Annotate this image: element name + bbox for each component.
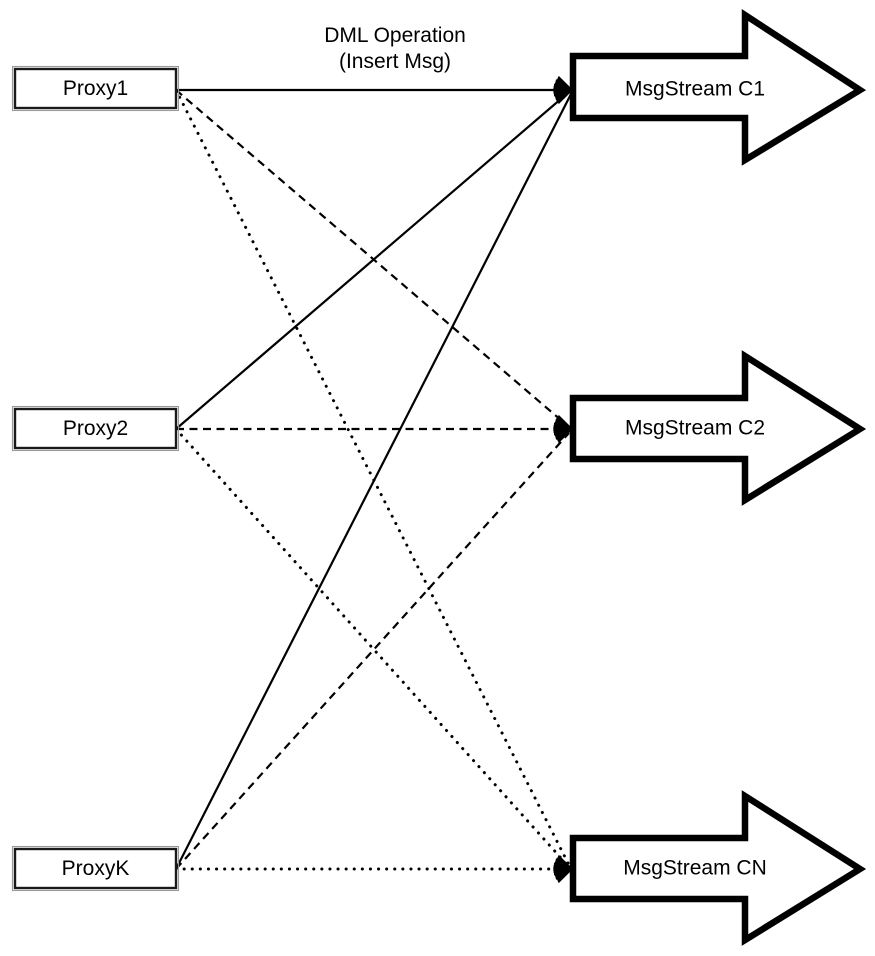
stream-arrow-shape-msgstream-c1: [569, 9, 867, 166]
stream-arrow-shape-msgstream-cn: [569, 790, 867, 946]
stream-node-msgstream-cn[interactable]: MsgStream CN: [569, 790, 867, 946]
stream-label-msgstream-c2: MsgStream C2: [625, 417, 765, 440]
arrowheads-layer: [552, 75, 573, 884]
arrowhead-tip: [553, 414, 573, 429]
proxy-box-outline-proxyk: [11, 845, 180, 892]
proxy-box-proxy1: [13, 67, 178, 110]
stream-node-msgstream-c2[interactable]: MsgStream C2: [569, 350, 867, 506]
edge-label-line2: (Insert Msg): [339, 50, 451, 73]
arrowhead-tip: [553, 854, 573, 869]
arrowhead-head-cn: [552, 854, 573, 884]
stream-label-msgstream-c1: MsgStream C1: [625, 78, 765, 101]
connection-proxyk-to-c2: [175, 432, 570, 870]
arrowhead-head-c1: [552, 75, 573, 105]
connections-layer: [174, 88, 572, 871]
proxy-node-proxyk[interactable]: ProxyK: [11, 845, 180, 892]
connection-proxy1-to-cn: [174, 88, 571, 867]
stream-node-msgstream-c1[interactable]: MsgStream C1: [569, 9, 867, 166]
stream-label-msgstream-cn: MsgStream CN: [623, 857, 767, 880]
connection-proxy1-to-c2: [175, 89, 570, 428]
proxy-box-outline-proxy1: [11, 65, 180, 112]
proxy-box-proxy2: [13, 407, 178, 450]
streams-layer: MsgStream C1 MsgStream C2 MsgStream CN: [569, 9, 867, 946]
proxy-label-proxy1: Proxy1: [63, 77, 128, 100]
edge-label-dml-operation: DML Operation (Insert Msg): [324, 24, 466, 73]
edge-label-line1: DML Operation: [324, 24, 466, 47]
proxy-box-outline-proxy2: [11, 405, 180, 452]
stream-arrow-shape-msgstream-c2: [569, 350, 867, 506]
connection-proxy2-to-c1: [175, 91, 570, 430]
proxy-box-proxyk: [13, 847, 178, 890]
proxy-label-proxy2: Proxy2: [63, 417, 128, 440]
connection-proxy2-to-cn: [174, 427, 571, 869]
arrowhead-tip: [553, 75, 573, 90]
proxy-label-proxyk: ProxyK: [62, 857, 130, 880]
arrowhead-head-c2: [552, 414, 573, 444]
proxy-node-proxy2[interactable]: Proxy2: [11, 405, 180, 452]
proxy-node-proxy1[interactable]: Proxy1: [11, 65, 180, 112]
